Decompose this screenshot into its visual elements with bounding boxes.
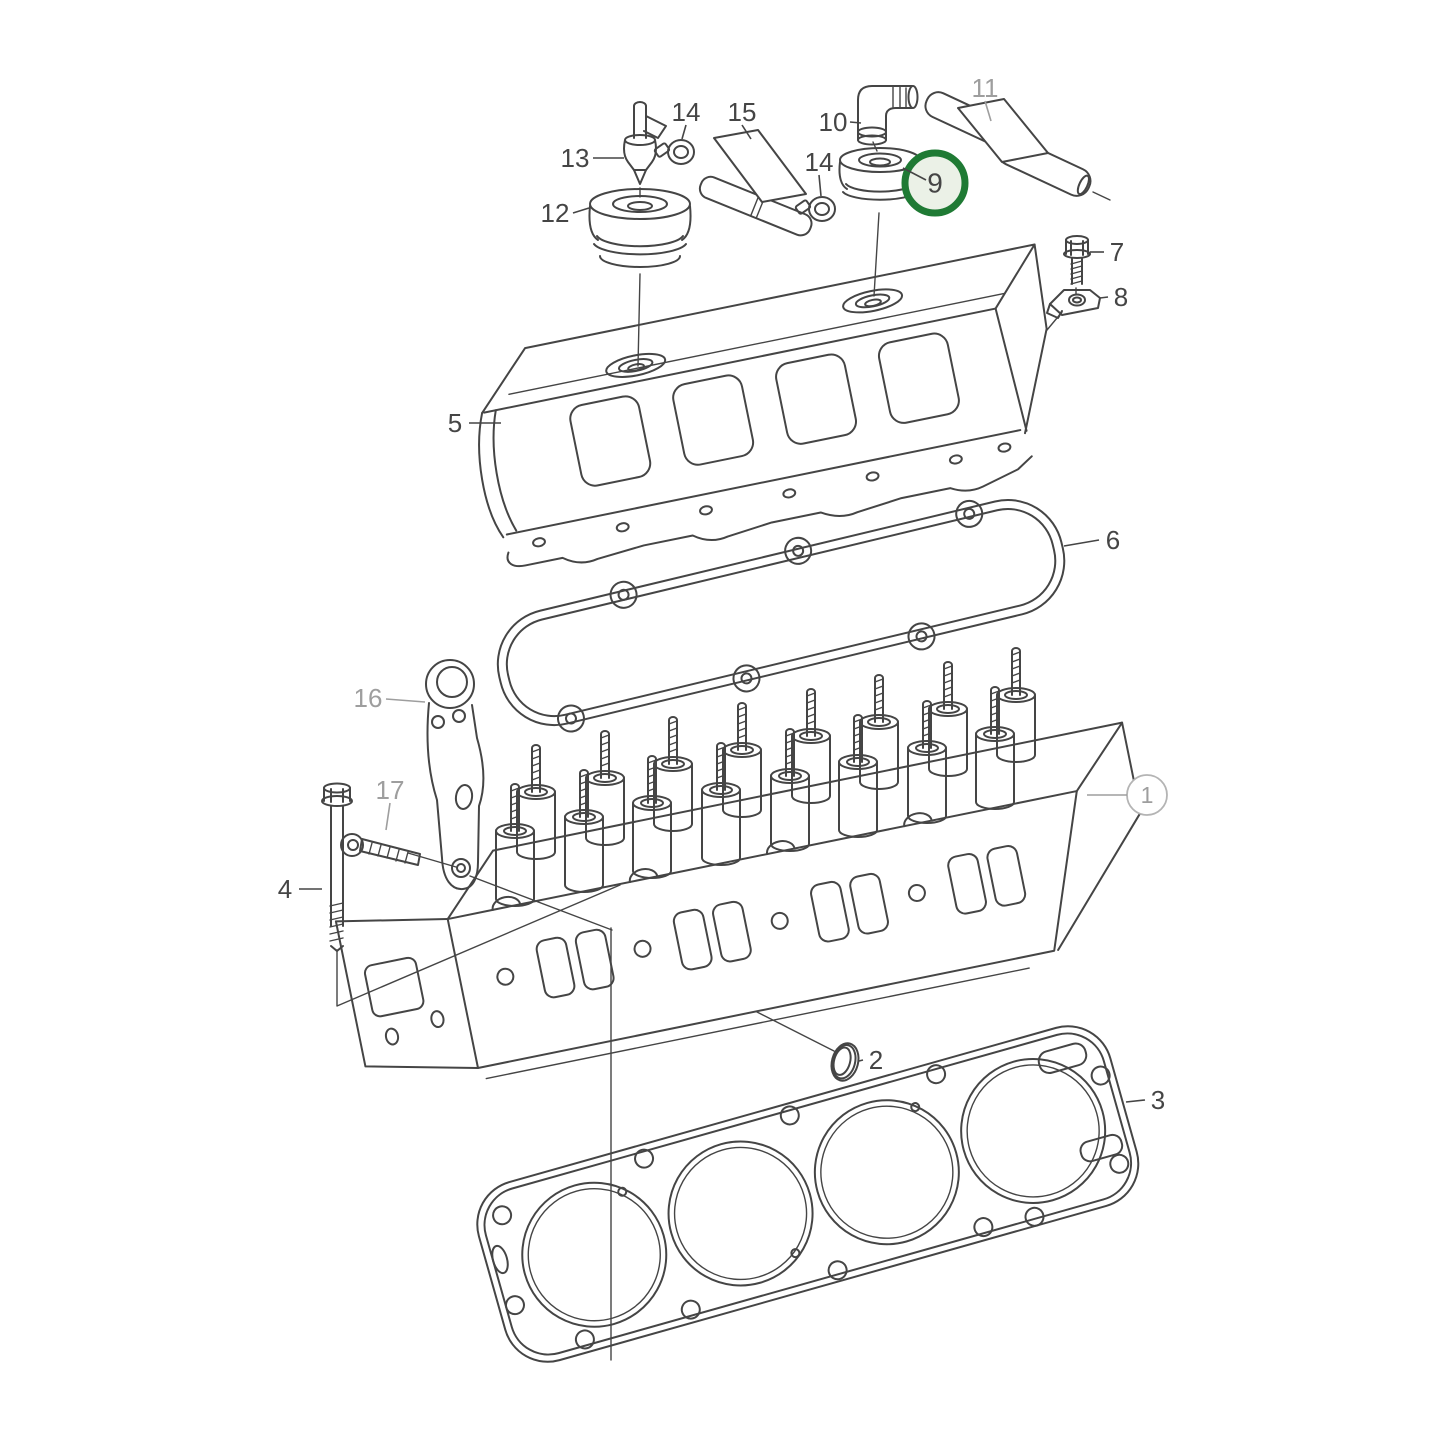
leader-line — [902, 167, 927, 181]
callout-16[interactable]: 16 — [354, 683, 426, 713]
cylinder-head — [334, 721, 1142, 1080]
part-number[interactable]: 8 — [1114, 282, 1128, 312]
part-number[interactable]: 11 — [972, 73, 999, 103]
cover-boss-rear — [842, 288, 904, 314]
leader-line — [984, 100, 992, 122]
part-number[interactable]: 5 — [448, 408, 462, 438]
leader-line — [818, 174, 822, 197]
callout-11[interactable]: 11 — [972, 73, 999, 122]
screw — [340, 833, 421, 866]
valve-tower — [770, 728, 810, 852]
valve-cover-gasket — [496, 498, 1066, 733]
part-number[interactable]: 10 — [819, 107, 848, 137]
callout-12[interactable]: 12 — [541, 198, 590, 228]
lifting-bracket — [425, 659, 485, 891]
callout-1[interactable]: 1 — [1087, 774, 1168, 816]
callout-8[interactable]: 8 — [1099, 282, 1128, 312]
valve-tower — [653, 716, 693, 832]
callout-13[interactable]: 13 — [561, 143, 624, 173]
retainer-bracket — [1046, 289, 1101, 319]
valve-tower — [907, 700, 947, 824]
leader-line — [385, 698, 426, 703]
part-number[interactable]: 3 — [1151, 1085, 1165, 1115]
valve-tower — [564, 769, 604, 893]
callout-17[interactable]: 17 — [376, 775, 405, 831]
part-number[interactable]: 12 — [541, 198, 570, 228]
leader-line — [858, 1059, 864, 1062]
part-number[interactable]: 13 — [561, 143, 590, 173]
part-number[interactable]: 15 — [728, 97, 757, 127]
callout-15[interactable]: 15 — [728, 97, 757, 140]
leader-line — [1099, 296, 1109, 299]
callout-2[interactable]: 2 — [858, 1045, 883, 1075]
part-number[interactable]: 1 — [1141, 782, 1154, 808]
valve-tower — [701, 742, 741, 866]
valve-tower — [632, 755, 672, 879]
part-number[interactable]: 6 — [1106, 525, 1120, 555]
valve-tower — [996, 647, 1036, 763]
leader-line — [1125, 1099, 1146, 1103]
hose-flag — [713, 129, 807, 203]
valve-cover — [478, 243, 1048, 568]
valve-towers — [495, 647, 1036, 907]
valve-tower — [516, 744, 556, 860]
callout-6[interactable]: 6 — [1063, 525, 1120, 555]
part-number[interactable]: 14 — [805, 147, 834, 177]
callout-10[interactable]: 10 — [819, 107, 862, 137]
valve-tower — [722, 702, 762, 818]
filler-cap-grommet — [588, 188, 692, 268]
valve-tower — [928, 661, 968, 777]
callout-14[interactable]: 14 — [805, 147, 834, 197]
valve-tower — [791, 688, 831, 804]
leader-line — [572, 207, 590, 214]
line-art — [321, 85, 1142, 1363]
leader-line — [849, 121, 862, 124]
valve-tower — [838, 714, 878, 838]
leader-line — [385, 802, 391, 831]
valve-tower — [495, 783, 535, 907]
part-number[interactable]: 2 — [869, 1045, 883, 1075]
callout-3[interactable]: 3 — [1125, 1085, 1165, 1115]
callout-5[interactable]: 5 — [448, 408, 501, 438]
elbow-fitting — [857, 85, 919, 146]
valve-tower — [585, 730, 625, 846]
head-gasket — [476, 1025, 1140, 1363]
valve-tower — [975, 686, 1015, 810]
seal-ring — [830, 1042, 860, 1082]
callout-14[interactable]: 14 — [672, 97, 701, 140]
vent-valve — [623, 101, 667, 185]
part-number[interactable]: 14 — [672, 97, 701, 127]
leader-line — [681, 124, 687, 140]
callout-4[interactable]: 4 — [278, 874, 322, 904]
part-number[interactable]: 17 — [376, 775, 405, 805]
part-number[interactable]: 4 — [278, 874, 292, 904]
part-number[interactable]: 7 — [1110, 237, 1124, 267]
vent-hose — [698, 129, 813, 237]
highlight-circle[interactable] — [901, 149, 969, 217]
cover-boss-front — [605, 352, 667, 378]
flange-bolt — [1063, 235, 1091, 285]
leader-line — [741, 124, 752, 140]
leader-line — [1063, 539, 1100, 547]
callout-7[interactable]: 7 — [1090, 237, 1124, 267]
breather-hose — [924, 91, 1092, 197]
part-number[interactable]: 9 — [927, 168, 943, 199]
callout-9[interactable]: 9 — [901, 149, 969, 217]
part-number[interactable]: 16 — [354, 683, 383, 713]
hose-clamp — [653, 139, 836, 222]
hose-flag — [957, 98, 1049, 163]
valve-tower — [859, 674, 899, 790]
